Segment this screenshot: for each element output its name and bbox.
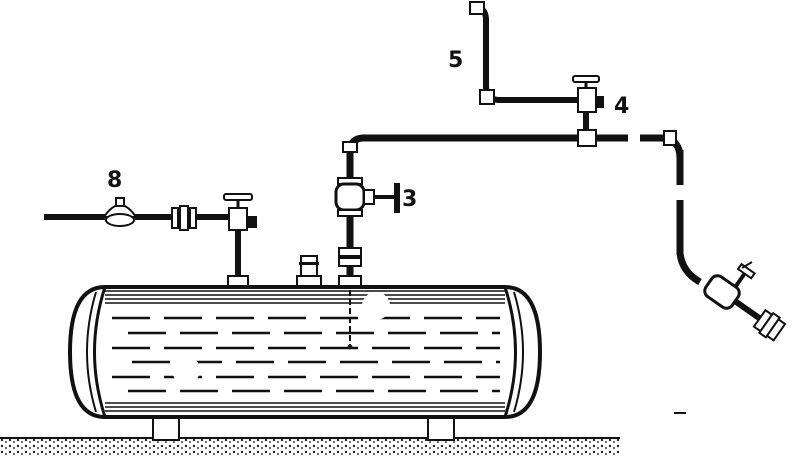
- valve-icon: [572, 75, 604, 113]
- gauge-icon: [296, 255, 322, 287]
- relief-valve-assembly: [676, 252, 787, 342]
- vapor-line-left: [44, 193, 257, 287]
- valve-icon: [223, 193, 257, 287]
- vent-line: [469, 1, 604, 130]
- union-fitting-icon: [171, 205, 197, 231]
- callout-label-4: 4: [614, 94, 630, 119]
- callout-label-3: 3: [402, 187, 418, 212]
- liquid-riser: [334, 134, 400, 287]
- callout-label-5: 5: [448, 48, 464, 73]
- globe-valve-icon: [334, 177, 400, 217]
- regulator-icon: [102, 197, 138, 227]
- storage-tank: [67, 285, 543, 419]
- callout-label-8: 8: [107, 168, 123, 193]
- ground: [0, 437, 620, 456]
